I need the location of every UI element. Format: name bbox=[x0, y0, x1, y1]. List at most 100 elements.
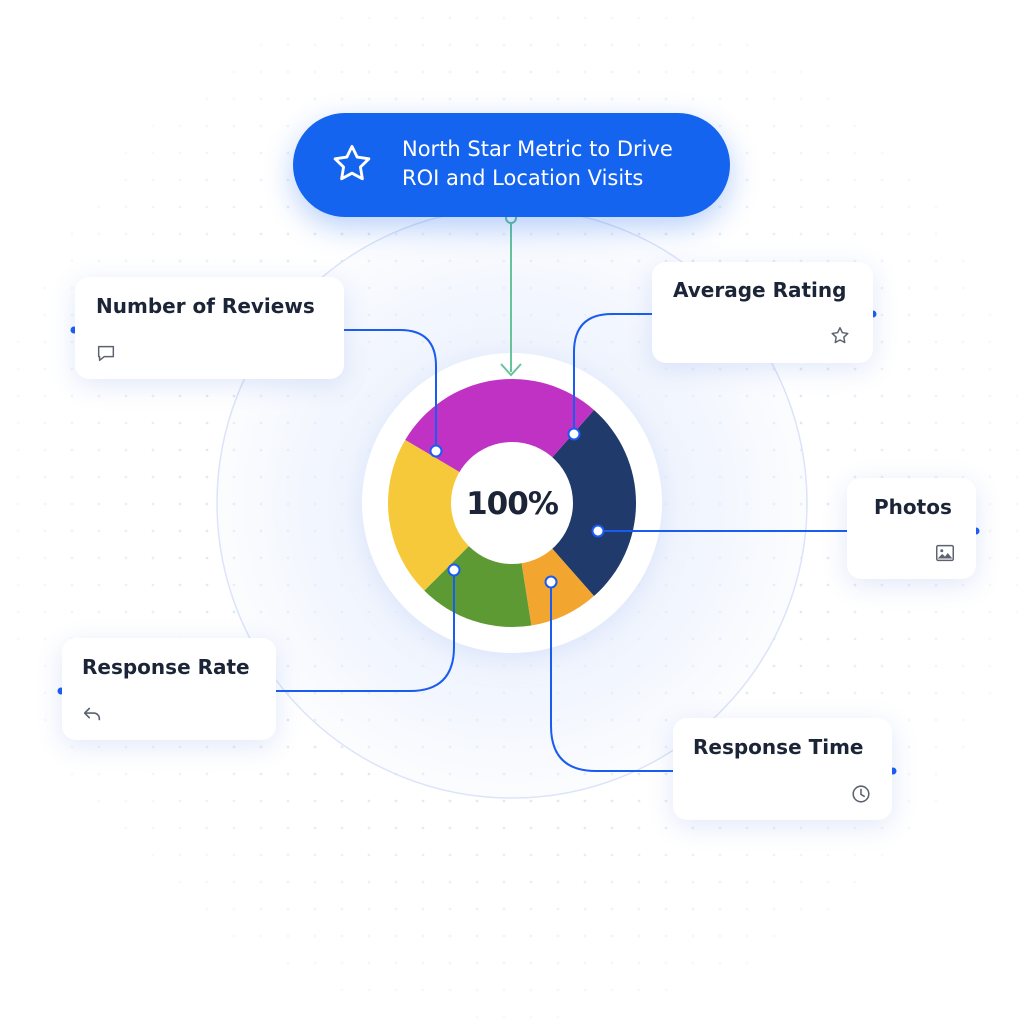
background-dot bbox=[178, 880, 182, 884]
background-dot bbox=[826, 637, 830, 641]
background-dot bbox=[367, 232, 371, 236]
card-title-time: Response Time bbox=[693, 735, 864, 759]
background-dot bbox=[313, 880, 317, 884]
background-dot bbox=[151, 205, 155, 209]
background-dot bbox=[16, 394, 20, 398]
background-dot bbox=[529, 853, 533, 857]
background-dot bbox=[205, 745, 209, 749]
background-dot bbox=[97, 205, 101, 209]
background-dot bbox=[853, 367, 857, 371]
background-dot bbox=[124, 448, 128, 452]
background-dot bbox=[205, 151, 209, 155]
background-dot bbox=[259, 205, 263, 209]
background-dot bbox=[772, 853, 776, 857]
background-dot bbox=[1015, 556, 1019, 560]
background-dot bbox=[286, 961, 290, 965]
background-dot bbox=[340, 799, 344, 803]
background-dot bbox=[313, 826, 317, 830]
background-dot bbox=[448, 16, 452, 20]
background-dot bbox=[178, 178, 182, 182]
background-dot bbox=[475, 16, 479, 20]
background-dot bbox=[394, 907, 398, 911]
background-dot bbox=[988, 664, 992, 668]
background-dot bbox=[259, 772, 263, 776]
background-dot bbox=[853, 448, 857, 452]
background-dot bbox=[502, 907, 506, 911]
background-dot bbox=[664, 988, 668, 992]
background-dot bbox=[259, 907, 263, 911]
background-dot bbox=[907, 610, 911, 614]
background-dot bbox=[286, 826, 290, 830]
background-dot bbox=[43, 475, 47, 479]
star-icon bbox=[329, 141, 375, 187]
background-dot bbox=[43, 367, 47, 371]
background-dot bbox=[934, 367, 938, 371]
background-dot bbox=[16, 610, 20, 614]
background-dot bbox=[637, 16, 641, 20]
background-dot bbox=[907, 826, 911, 830]
background-dot bbox=[934, 718, 938, 722]
background-dot bbox=[232, 610, 236, 614]
background-dot bbox=[43, 394, 47, 398]
background-dot bbox=[502, 97, 506, 101]
background-dot bbox=[1015, 583, 1019, 587]
background-dot bbox=[205, 610, 209, 614]
background-dot bbox=[367, 826, 371, 830]
connector-time bbox=[550, 582, 893, 772]
background-dot bbox=[313, 745, 317, 749]
background-dot bbox=[853, 826, 857, 830]
background-dot bbox=[259, 151, 263, 155]
background-dot bbox=[988, 610, 992, 614]
background-dot bbox=[826, 907, 830, 911]
background-dot bbox=[286, 205, 290, 209]
background-dot bbox=[286, 43, 290, 47]
background-dot bbox=[664, 97, 668, 101]
background-dot bbox=[799, 205, 803, 209]
background-dot bbox=[907, 286, 911, 290]
background-dot bbox=[178, 853, 182, 857]
background-dot bbox=[502, 988, 506, 992]
background-dot bbox=[286, 934, 290, 938]
background-dot bbox=[718, 826, 722, 830]
background-dot bbox=[880, 259, 884, 263]
background-dot bbox=[907, 691, 911, 695]
background-dot bbox=[691, 934, 695, 938]
background-dot bbox=[556, 853, 560, 857]
background-dot bbox=[340, 70, 344, 74]
background-dot bbox=[799, 691, 803, 695]
background-dot bbox=[313, 97, 317, 101]
background-dot bbox=[961, 745, 965, 749]
background-dot bbox=[907, 448, 911, 452]
background-dot bbox=[826, 394, 830, 398]
background-dot bbox=[178, 799, 182, 803]
background-dot bbox=[772, 934, 776, 938]
background-dot bbox=[448, 988, 452, 992]
header-connector-arrow bbox=[500, 363, 522, 377]
background-dot bbox=[637, 97, 641, 101]
background-dot bbox=[232, 232, 236, 236]
background-dot bbox=[907, 745, 911, 749]
background-dot bbox=[637, 826, 641, 830]
background-dot bbox=[637, 907, 641, 911]
background-dot bbox=[556, 961, 560, 965]
background-dot bbox=[421, 97, 425, 101]
background-dot bbox=[907, 205, 911, 209]
background-dot bbox=[502, 70, 506, 74]
background-dot bbox=[529, 961, 533, 965]
background-dot bbox=[1015, 610, 1019, 614]
background-dot bbox=[826, 691, 830, 695]
background-dot bbox=[151, 556, 155, 560]
background-dot bbox=[178, 448, 182, 452]
background-dot bbox=[934, 610, 938, 614]
background-dot bbox=[691, 232, 695, 236]
background-dot bbox=[718, 961, 722, 965]
background-dot bbox=[448, 70, 452, 74]
background-dot bbox=[205, 772, 209, 776]
background-dot bbox=[151, 178, 155, 182]
background-dot bbox=[745, 43, 749, 47]
background-dot bbox=[664, 16, 668, 20]
background-dot bbox=[367, 907, 371, 911]
background-dot bbox=[556, 988, 560, 992]
background-dot bbox=[934, 475, 938, 479]
background-dot bbox=[232, 907, 236, 911]
